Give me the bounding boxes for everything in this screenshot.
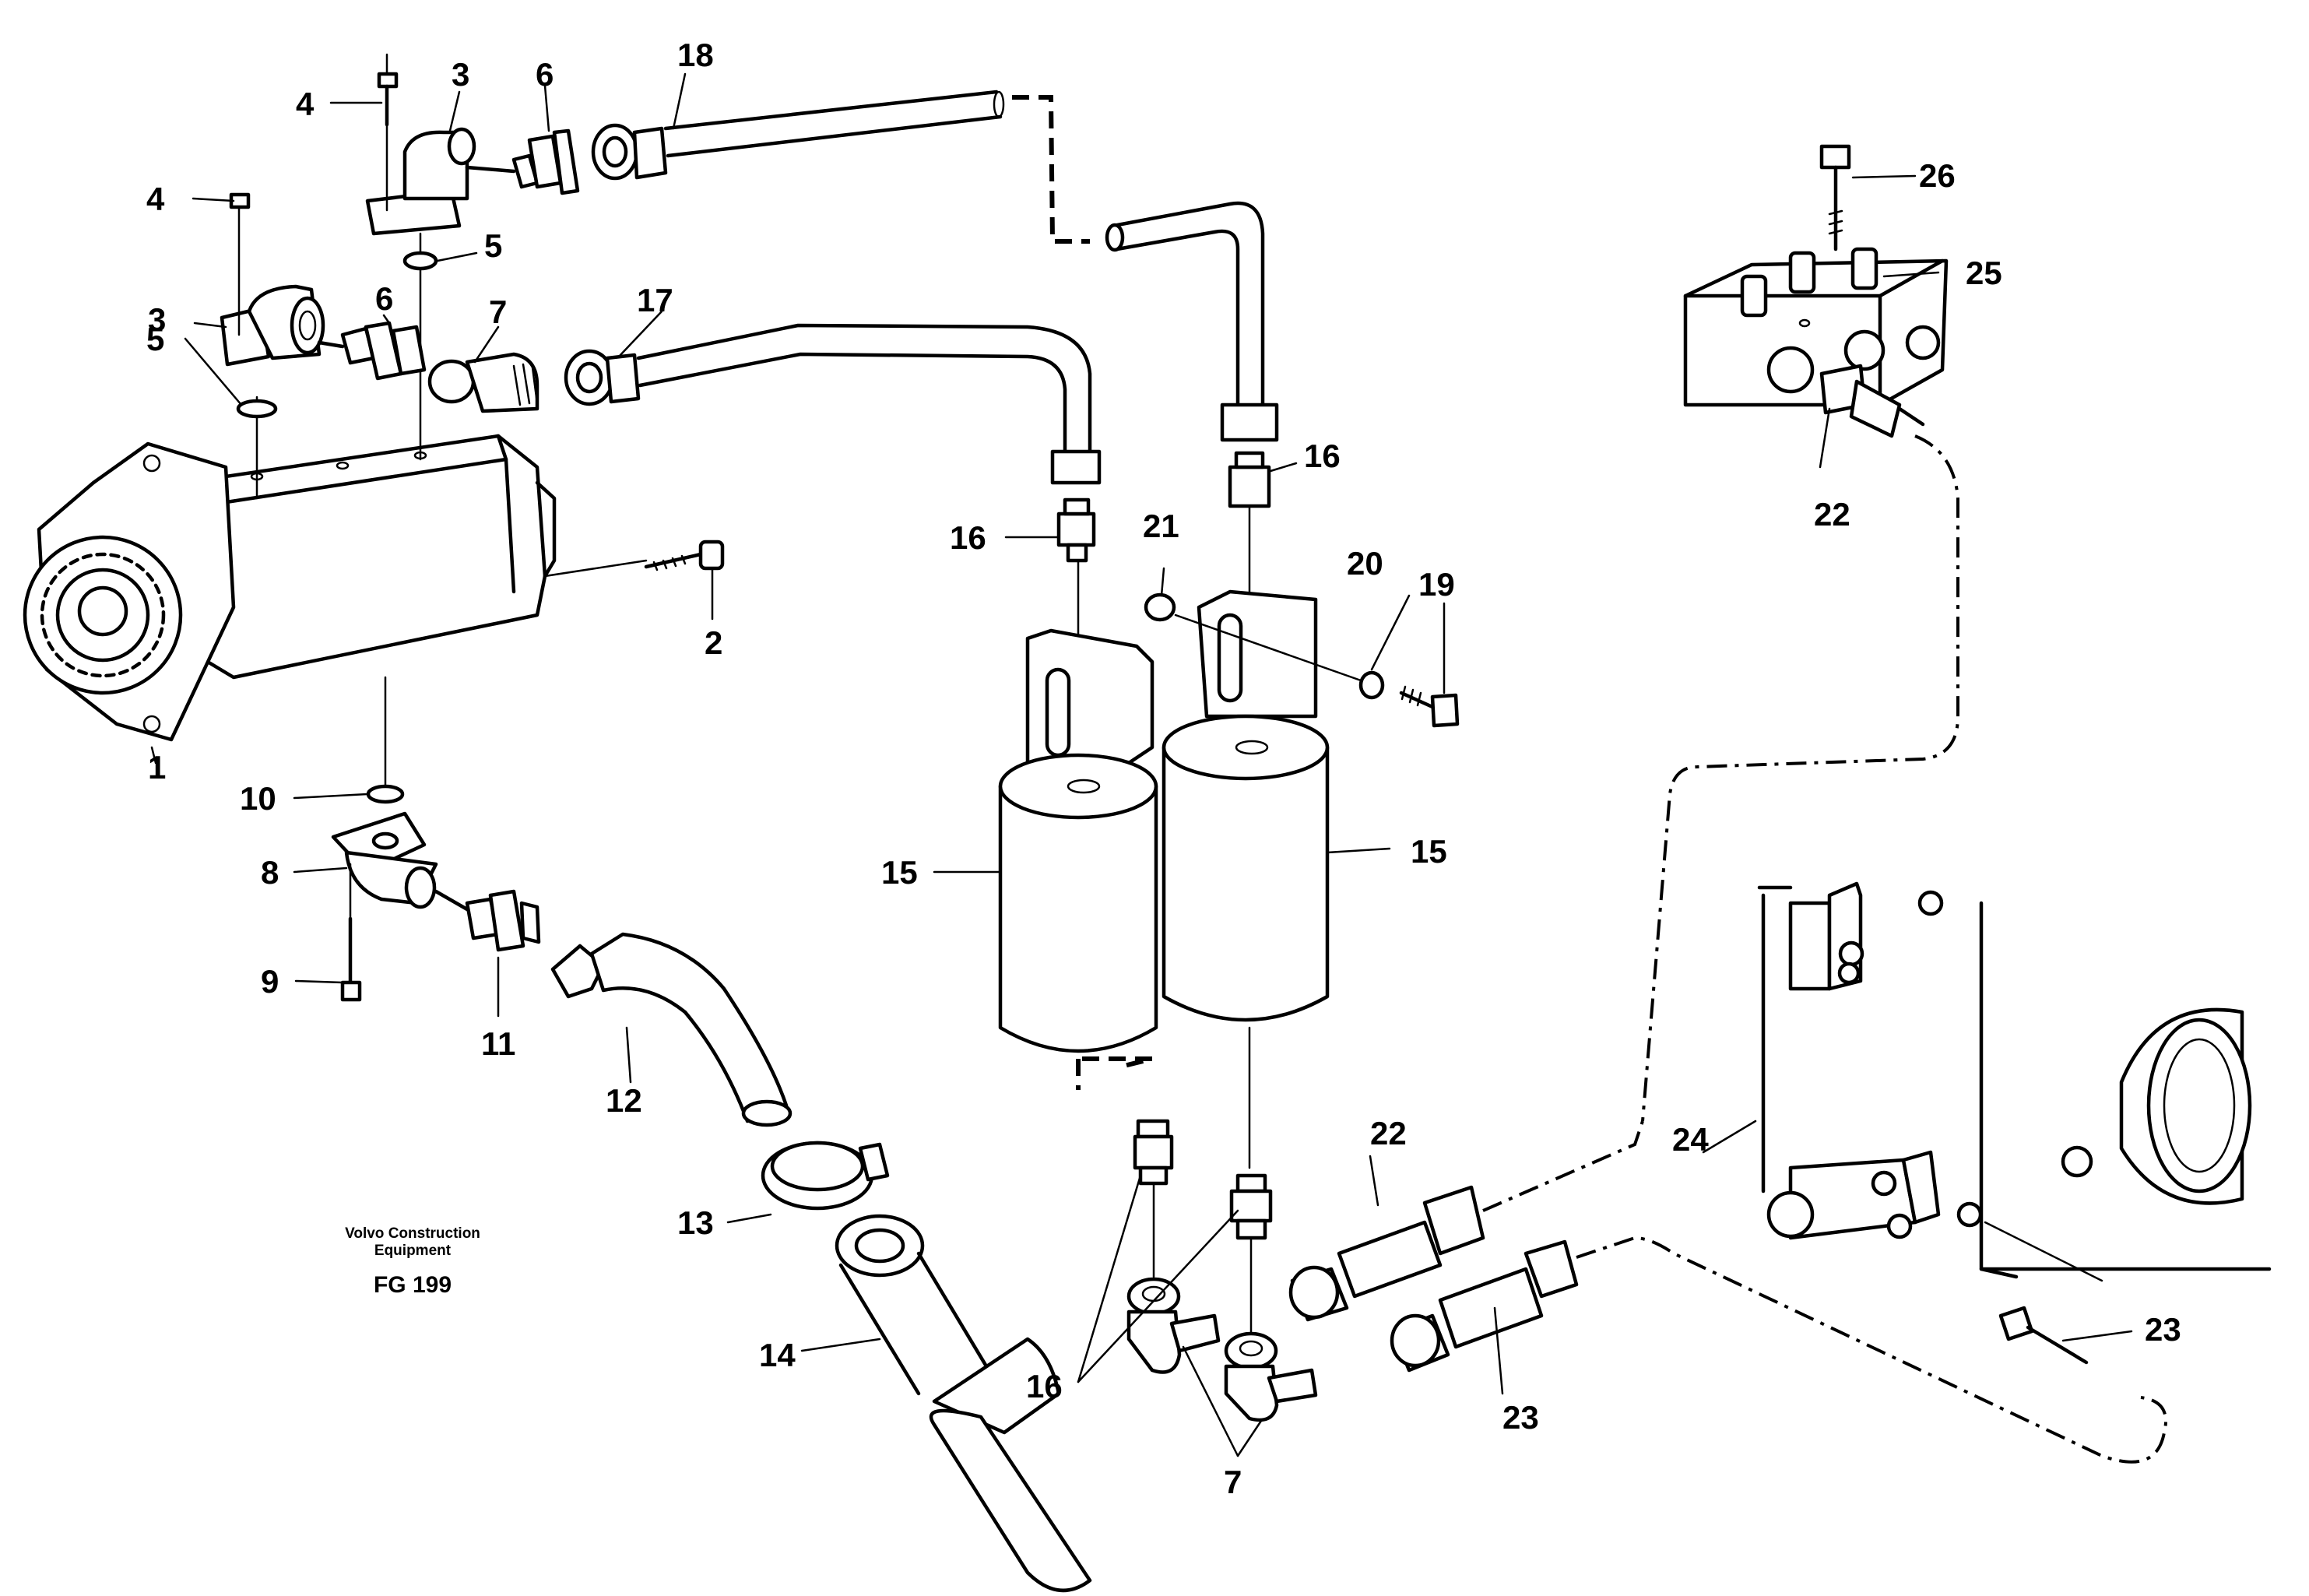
figure-caption: Volvo Construction Equipment FG 199 — [345, 1225, 480, 1298]
engine-housing — [1917, 890, 2272, 1279]
sensor-23 — [1998, 1306, 2089, 1365]
callout-12: 12 — [606, 1082, 642, 1119]
callout-11: 11 — [481, 1025, 515, 1062]
callout-22-middle: 22 — [1370, 1115, 1407, 1151]
callout-25: 25 — [1966, 255, 2002, 291]
callout-3-lower: 3 — [148, 301, 166, 338]
figure-code: FG 199 — [374, 1272, 452, 1298]
callout-22-upper: 22 — [1814, 496, 1850, 533]
callout-5-upper: 5 — [484, 227, 502, 264]
callout-2: 2 — [705, 624, 722, 661]
elbow-7-lower-left — [1126, 1277, 1221, 1374]
callout-labels: 1 2 3 3 4 4 5 5 6 6 7 7 8 9 10 11 12 13 … — [146, 37, 2181, 1500]
hydraulic-pump — [23, 434, 557, 742]
connector-6-upper — [465, 128, 580, 195]
hose-22-middle — [1288, 1120, 1644, 1322]
callout-4-upper: 4 — [296, 86, 315, 122]
company-name-line1: Volvo Construction — [345, 1225, 480, 1242]
connector-6-lower — [317, 321, 427, 381]
bolt-26 — [1819, 144, 1851, 251]
hose-23-middle — [1390, 1236, 2167, 1464]
elbow-3-upper — [365, 53, 476, 236]
fitting-16-lower-right — [1229, 1173, 1273, 1341]
leader-lines — [150, 72, 2133, 1457]
callout-18: 18 — [677, 37, 714, 73]
connector-11 — [434, 889, 541, 952]
tube-14 — [835, 1214, 1092, 1593]
filter-15-left — [998, 628, 1158, 1090]
callout-15-left: 15 — [881, 854, 918, 891]
nut-21 — [1144, 592, 1376, 687]
fitting-16-lower-left — [1133, 1119, 1174, 1278]
callout-14: 14 — [759, 1337, 796, 1373]
elbow-3-lower — [220, 192, 325, 367]
callout-3-upper: 3 — [452, 56, 469, 93]
washer-5-lower — [236, 399, 278, 419]
callout-16-lower: 16 — [1026, 1368, 1063, 1404]
callout-21: 21 — [1143, 508, 1179, 544]
callout-19: 19 — [1418, 566, 1455, 603]
elbow-7-upper — [427, 352, 539, 413]
callout-7-upper: 7 — [489, 294, 507, 330]
callout-26: 26 — [1919, 157, 1956, 194]
washer-20 — [1358, 670, 1385, 700]
callout-4-lower: 4 — [146, 181, 165, 217]
control-unit-24 — [1757, 881, 2103, 1282]
callout-16-right: 16 — [1304, 438, 1341, 474]
bolt-2 — [543, 540, 725, 578]
company-name-line2: Equipment — [374, 1243, 452, 1259]
callout-23-right: 23 — [2145, 1311, 2181, 1348]
bolt-19 — [1399, 685, 1460, 728]
valve-block-25 — [1683, 247, 1949, 407]
tube-17 — [564, 323, 1092, 454]
callout-8: 8 — [261, 854, 279, 891]
callout-24: 24 — [1672, 1121, 1709, 1158]
elbow-7-lower-right — [1224, 1331, 1318, 1422]
fitting-16-left — [1050, 449, 1102, 788]
tube-18 — [591, 90, 1265, 407]
washer-5-upper — [402, 251, 438, 271]
hose-clamp-13 — [761, 1141, 890, 1211]
washer-10 — [366, 784, 405, 804]
callout-23-middle: 23 — [1502, 1399, 1539, 1436]
callout-10: 10 — [240, 780, 276, 817]
hose-22-upper — [1819, 364, 1925, 438]
callout-1: 1 — [148, 749, 166, 786]
bolt-9 — [340, 916, 362, 1002]
fitting-16-right — [1220, 403, 1279, 749]
hose-12 — [550, 932, 793, 1127]
callout-17: 17 — [637, 282, 673, 318]
callout-6-lower: 6 — [375, 280, 393, 317]
callout-5-lower: 5 — [146, 321, 164, 357]
callout-6-upper: 6 — [536, 56, 554, 93]
elbow-8 — [331, 811, 438, 983]
callout-9: 9 — [261, 963, 279, 1000]
callout-16-left: 16 — [950, 519, 986, 556]
callout-15-right: 15 — [1411, 833, 1447, 870]
hose-22-route — [1641, 434, 1959, 1122]
filter-15-right — [1162, 589, 1330, 1169]
callout-7-lower: 7 — [1224, 1464, 1242, 1500]
callout-20: 20 — [1347, 545, 1383, 582]
callout-13: 13 — [677, 1204, 714, 1241]
